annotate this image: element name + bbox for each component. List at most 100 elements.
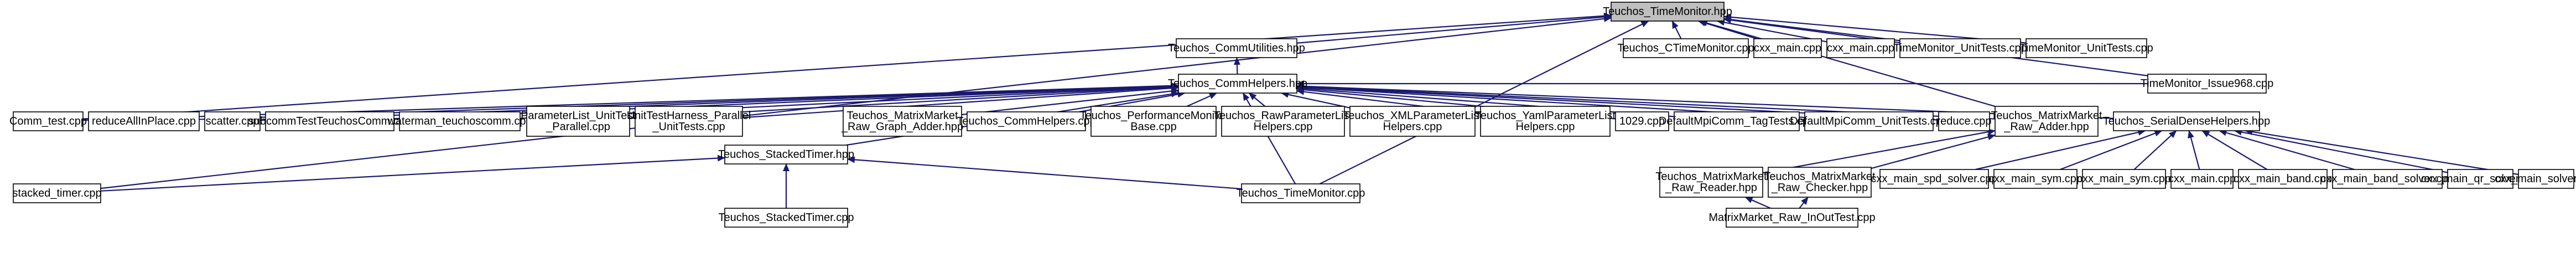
node-cxx_main_cpp_1[interactable]: cxx_main.cpp [1753, 38, 1822, 58]
edge-mm_graph_adder_hpp-to-commhelpers_hpp [961, 88, 1179, 116]
node-cxx_main_qr_solver_cpp[interactable]: cxx_main_qr_solver.cpp [2421, 169, 2540, 189]
node-label: reduce.cpp [1937, 115, 1992, 127]
node-box [1178, 74, 1297, 94]
node-mm_raw_reader_hpp[interactable]: Teuchos_MatrixMarket_Raw_Reader.hpp [1655, 167, 1767, 198]
node-subcommtest_cpp[interactable]: subcommTestTeuchosComm.cpp [248, 111, 412, 131]
node-scatter_cpp[interactable]: scatter.cpp [204, 111, 261, 131]
node-label: waterman_teuchoscomm.cpp [387, 115, 532, 127]
node-ctimemonitor_cpp[interactable]: Teuchos_CTimeMonitor.cpp [1617, 38, 1754, 58]
node-mm_graph_adder_hpp[interactable]: Teuchos_MatrixMarket_Raw_Graph_Adder.hpp [841, 106, 963, 137]
node-mm_raw_adder_hpp[interactable]: Teuchos_MatrixMarket_Raw_Adder.hpp [1991, 106, 2102, 137]
node-box [1176, 38, 1297, 58]
node-mm_raw_inouttest_cpp[interactable]: MatrixMarket_Raw_InOutTest.cpp [1708, 208, 1876, 228]
edge-ctimemonitor_cpp-to-timemonitor_hpp [1671, 20, 1682, 39]
edge-cxx_main_qr_solver_cpp-to-serialdensehelpers_hpp [2234, 128, 2448, 173]
node-stackedtimer_cpp[interactable]: Teuchos_StackedTimer.cpp [719, 208, 854, 228]
node-box [724, 145, 848, 165]
edge-unittestharness_cpp-to-commhelpers_hpp [742, 85, 1179, 119]
node-label: Comm_test.cpp [9, 115, 87, 127]
node-serialdensehelpers_hpp[interactable]: Teuchos_SerialDenseHelpers.hpp [2103, 111, 2270, 131]
edge-stacked_timer_cpp-to-stackedtimer_hpp [100, 155, 725, 192]
node-box [1615, 111, 1669, 131]
node-box [2332, 169, 2443, 189]
node-box [13, 183, 101, 203]
node-label: stacked_timer.cpp [12, 187, 101, 199]
edge-commutilities_hpp-to-timemonitor_hpp [1296, 13, 1612, 44]
node-tm_unittests_cpp_2[interactable]: TimeMonitor_UnitTests.cpp [2019, 38, 2153, 58]
edge-timemonitor_cpp-to-stackedtimer_hpp [847, 156, 1242, 190]
node-box [724, 208, 848, 228]
node-label: Teuchos_MatrixMarket [1655, 171, 1767, 183]
node-cxx_main_spd_solver_cpp[interactable]: cxx_main_spd_solver.cpp [1871, 169, 1998, 189]
node-label: Teuchos_MatrixMarket [1764, 171, 1876, 183]
node-label: Teuchos_SerialDenseHelpers.hpp [2103, 115, 2270, 127]
edge-cxx_main_solver_cpp-to-serialdensehelpers_hpp [2245, 128, 2519, 176]
node-box [2147, 74, 2267, 94]
node-cxx_main_band_solver_cpp[interactable]: cxx_main_band_solver.cpp [2320, 169, 2454, 189]
node-n1029_cpp[interactable]: 1029.cpp [1615, 111, 1669, 131]
node-label: cxx_main_qr_solver.cpp [2421, 173, 2540, 185]
node-box [1241, 183, 1360, 203]
edge-subcommtest_cpp-to-commhelpers_hpp [393, 83, 1179, 120]
node-stackedtimer_hpp[interactable]: Teuchos_StackedTimer.hpp [718, 145, 854, 165]
node-mm_raw_checker_hpp[interactable]: Teuchos_MatrixMarket_Raw_Checker.hpp [1764, 167, 1876, 198]
node-cxx_main_cpp_2[interactable]: cxx_main.cpp [1826, 38, 1895, 58]
node-label: cxx_main.cpp [2168, 173, 2236, 185]
node-cxx_main_band_cpp[interactable]: cxx_main_band.cpp [2234, 169, 2332, 189]
node-stacked_timer_cpp[interactable]: stacked_timer.cpp [12, 183, 102, 203]
node-label: TimeMonitor_UnitTests.cpp [1893, 42, 2027, 54]
node-cxx_main_sym_cpp_1[interactable]: cxx_main_sym.cpp [1988, 169, 2082, 189]
node-waterman_cpp[interactable]: waterman_teuchoscomm.cpp [387, 111, 532, 131]
node-label: UnitTestHarness_Parallel [627, 110, 751, 122]
node-label: _Parallel.cpp [546, 121, 610, 133]
node-tm_unittests_cpp_1[interactable]: TimeMonitor_UnitTests.cpp [1893, 38, 2027, 58]
node-label: Teuchos_MatrixMarket [1991, 110, 2102, 122]
node-cxx_main_sym_cpp_2[interactable]: cxx_main_sym.cpp [2077, 169, 2171, 189]
node-defaultmpicomm_tagtests_cpp[interactable]: DefaultMpiComm_TagTests.cpp [1659, 111, 1815, 131]
node-box [204, 111, 261, 131]
node-label: Helpers.cpp [1516, 121, 1575, 133]
node-box [2113, 111, 2260, 131]
edge-commhelpers_hpp-to-commutilities_hpp [1233, 57, 1240, 75]
node-timemonitor_cpp[interactable]: Teuchos_TimeMonitor.cpp [1237, 183, 1365, 203]
node-defaultmpicomm_unittests_cpp[interactable]: DefaultMpiComm_UnitTests.cpp [1790, 111, 1948, 131]
node-commhelpers_cpp[interactable]: Teuchos_CommHelpers.cpp [957, 111, 1096, 131]
node-comm_test_cpp[interactable]: Comm_test.cpp [9, 111, 87, 131]
edge-stacked_timer_cpp-to-timemonitor_hpp [100, 15, 1612, 189]
node-label: cxx_main_solver.cpp [2495, 173, 2576, 185]
edge-xmlparamlisthelpers_cpp-to-commhelpers_hpp [1281, 91, 1351, 109]
node-label: subcommTestTeuchosComm.cpp [248, 115, 412, 127]
node-box [88, 111, 200, 131]
node-label: Teuchos_YamlParameterList [1475, 110, 1616, 122]
edge-comm_test_cpp-to-timemonitor_hpp [82, 12, 1612, 120]
node-paramlist_unittest_cpp[interactable]: ParameterList_UnitTest_Parallel.cpp [521, 106, 636, 137]
edge-cxx_main_sym_cpp_2-to-serialdensehelpers_hpp [2133, 130, 2177, 170]
node-label: _Raw_Graph_Adder.hpp [841, 121, 963, 133]
node-box [2170, 169, 2234, 189]
node-label: Teuchos_RawParameterList [1214, 110, 1353, 122]
node-cxx_main_solver_cpp[interactable]: cxx_main_solver.cpp [2495, 169, 2576, 189]
node-label: cxx_main.cpp [1827, 42, 1894, 54]
node-box [967, 111, 1086, 131]
node-label: Teuchos_PerformanceMonitor [1080, 110, 1228, 122]
edge-cxx_main_sym_cpp_1-to-serialdensehelpers_hpp [2060, 130, 2163, 171]
node-reduce_cpp[interactable]: reduce.cpp [1937, 111, 1992, 131]
node-cxx_main_cpp_3[interactable]: cxx_main.cpp [2168, 169, 2236, 189]
node-unittestharness_cpp[interactable]: UnitTestHarness_Parallel_UnitTests.cpp [627, 106, 751, 137]
node-box [1804, 111, 1934, 131]
node-tm_issue_cpp[interactable]: TimeMonitor_Issue968.cpp [2141, 74, 2274, 94]
node-timemonitor_hpp[interactable]: Teuchos_TimeMonitor.hpp [1603, 2, 1732, 22]
node-commhelpers_hpp[interactable]: Teuchos_CommHelpers.hpp [1168, 74, 1307, 94]
node-box [1674, 111, 1800, 131]
node-label: Teuchos_MatrixMarket [846, 110, 958, 122]
node-label: Teuchos_TimeMonitor.cpp [1237, 187, 1365, 199]
node-label: Teuchos_CTimeMonitor.cpp [1617, 42, 1754, 54]
node-commutilities_hpp[interactable]: Teuchos_CommUtilities.hpp [1168, 38, 1305, 58]
node-box [635, 106, 743, 137]
node-label: cxx_main_spd_solver.cpp [1871, 173, 1997, 185]
node-reduceallinplace_cpp[interactable]: reduceAllInPlace.cpp [88, 111, 200, 131]
